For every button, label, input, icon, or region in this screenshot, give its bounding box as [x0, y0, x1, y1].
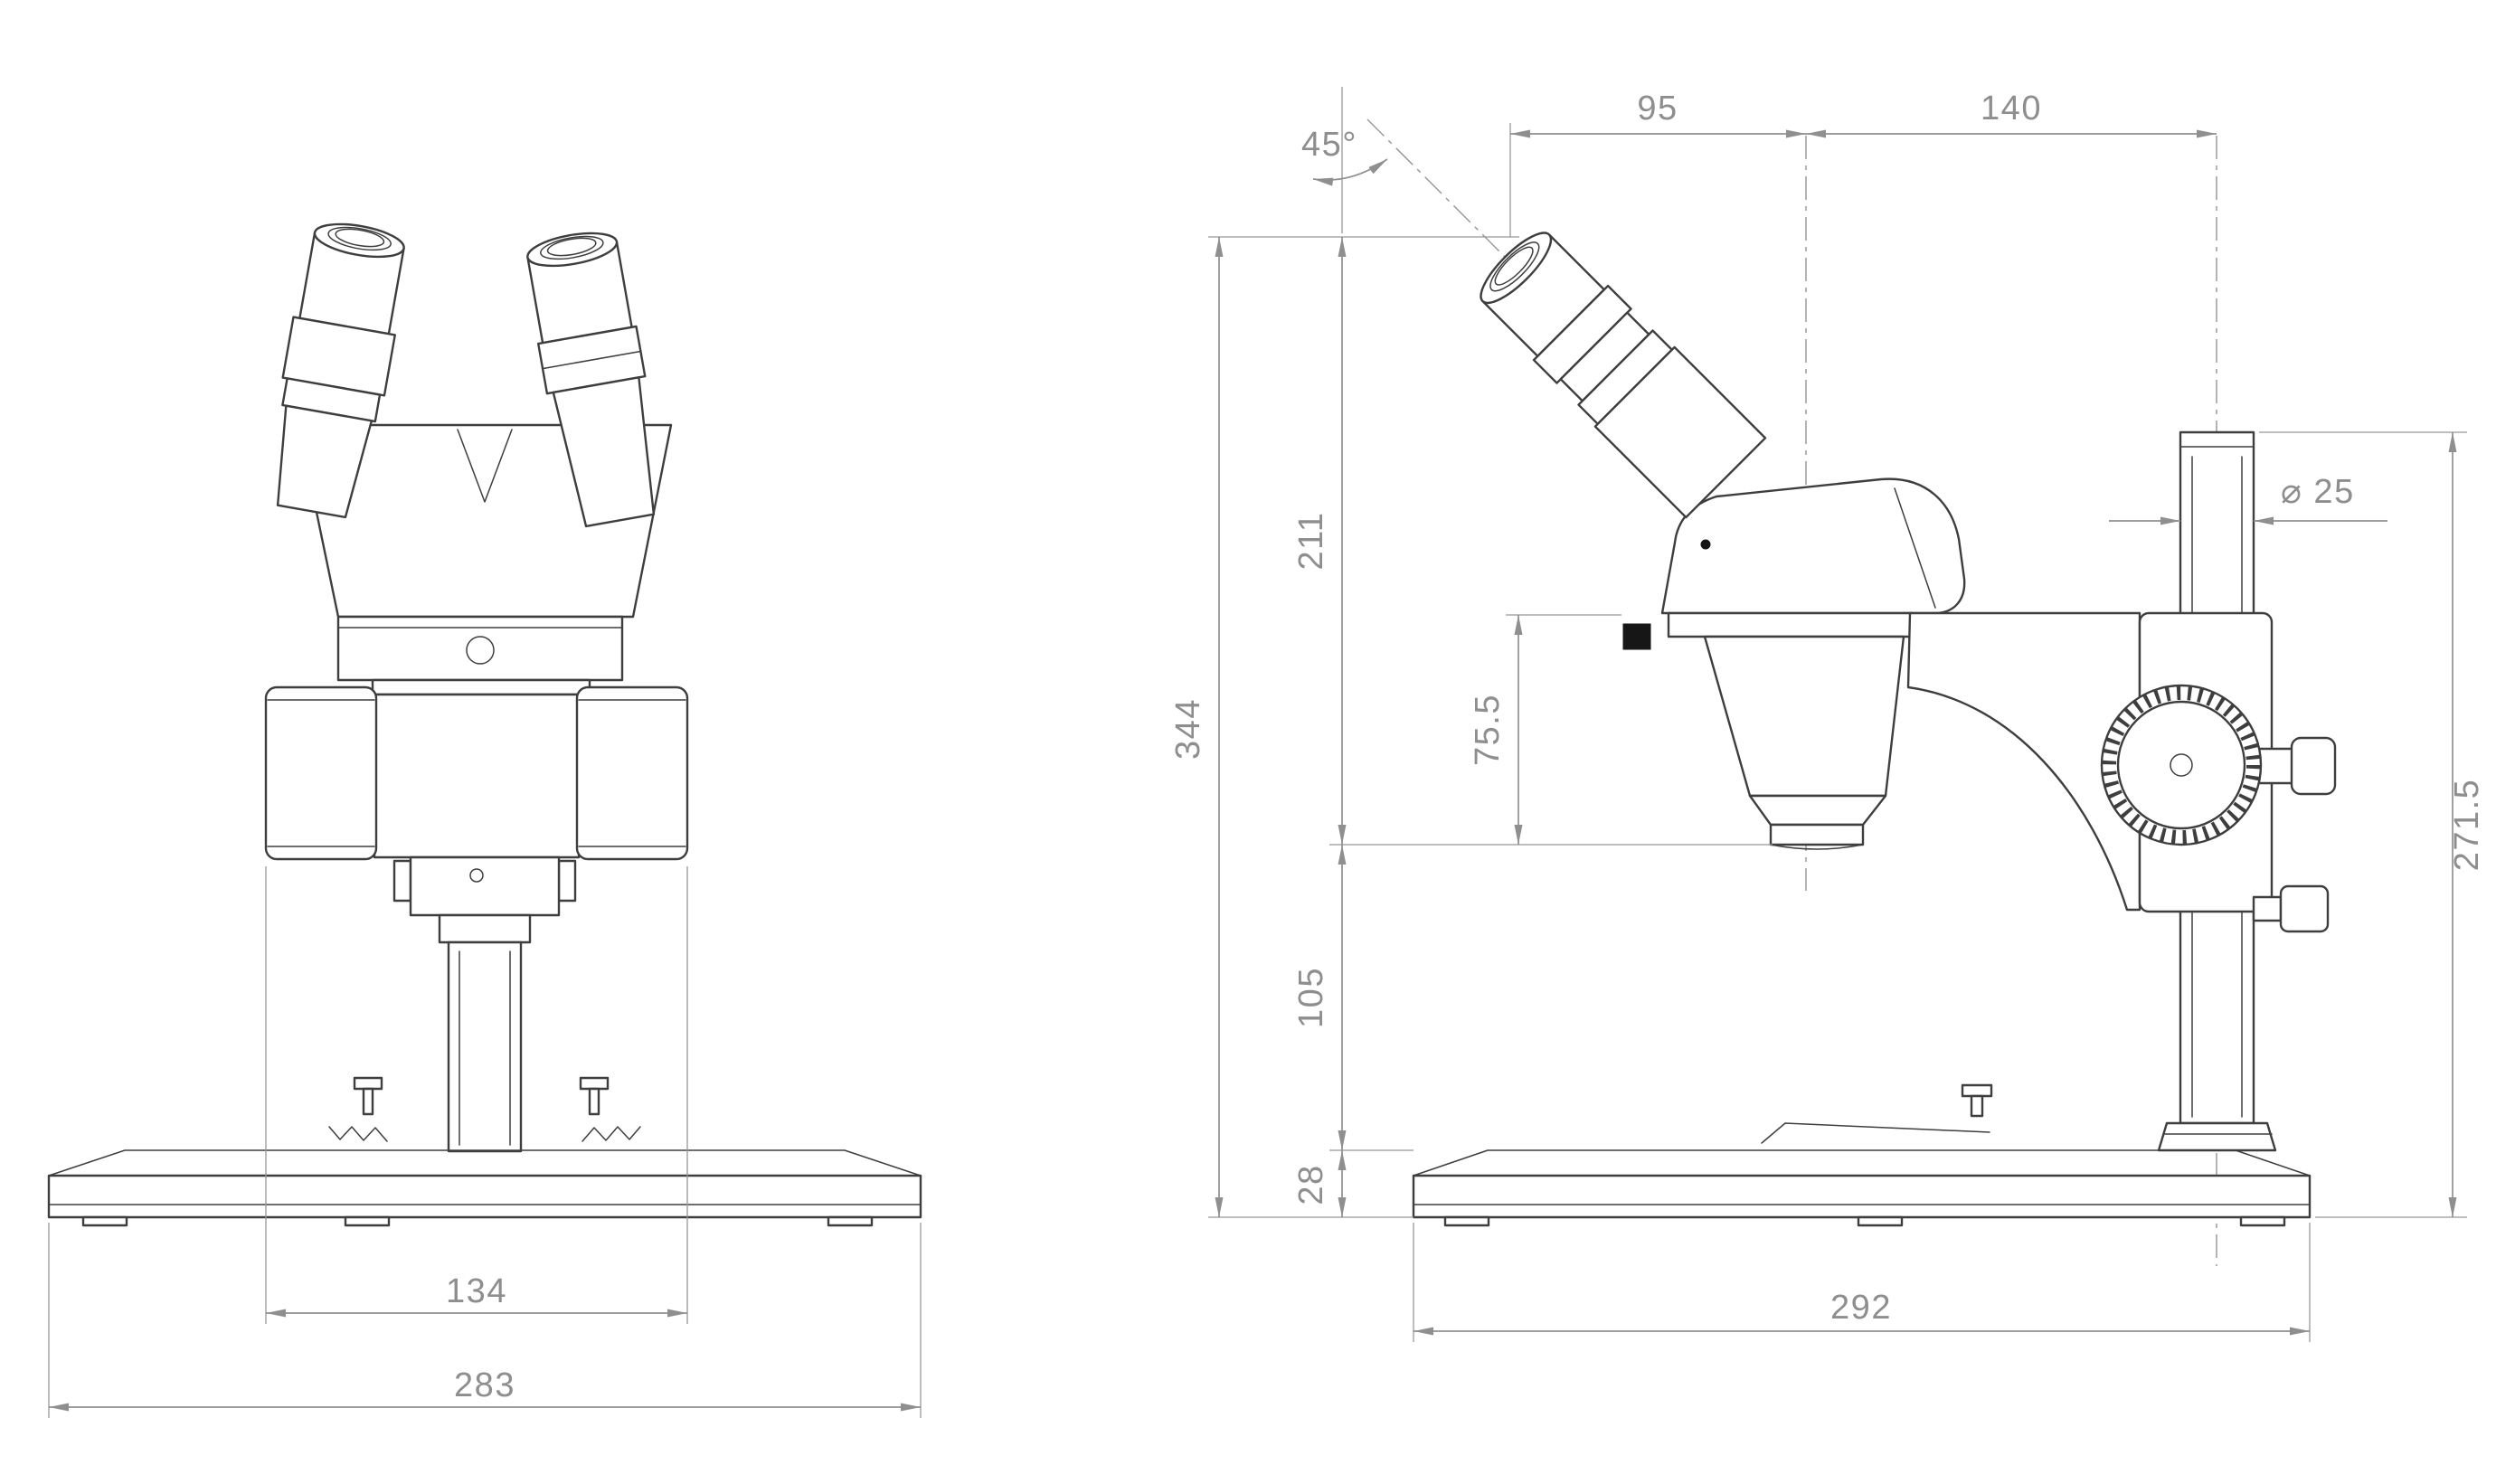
base-foot	[2239, 1215, 2286, 1227]
front-view: 134 283	[47, 222, 922, 1418]
dimension-overall-height: 344	[1169, 236, 1519, 1218]
dim-label-head-width: 134	[446, 1272, 507, 1310]
dimension-axis-to-column: 140	[1806, 90, 2217, 138]
focus-knob	[2100, 684, 2337, 846]
base-plate-front	[47, 1149, 922, 1227]
lock-screw	[466, 636, 495, 665]
illuminator-switch	[1622, 623, 1651, 650]
focus-block-tab-left	[392, 859, 412, 903]
dim-label-95: 95	[1637, 90, 1678, 128]
clip-spring-right	[581, 1126, 641, 1142]
dimension-focus-to-base: 105	[1292, 845, 1413, 1151]
knob-shaft	[2257, 747, 2295, 785]
eyepiece-tube-side	[1480, 232, 1767, 519]
eyepiece-side-lens	[1494, 246, 1534, 286]
dim-label-105: 105	[1292, 967, 1330, 1028]
objective-taper	[1748, 794, 1887, 827]
base-foot	[344, 1215, 391, 1227]
dim-label-28: 28	[1292, 1164, 1330, 1205]
eyepiece-right	[526, 232, 656, 528]
dim-label-75-5: 75.5	[1469, 694, 1507, 766]
objective-lens-barrel	[1769, 823, 1865, 846]
stage-clip-left	[328, 1076, 388, 1142]
stage-clip-side	[1761, 1083, 1993, 1144]
clip-spring-left	[328, 1126, 388, 1142]
head-screw-dot	[1700, 539, 1711, 550]
dimension-column-diameter: ⌀ 25	[2109, 473, 2387, 525]
knob-knurl-ring	[2102, 685, 2261, 845]
zoom-body-front	[373, 693, 581, 859]
base-plate-side	[1412, 1149, 2312, 1227]
support-arm	[1906, 611, 2141, 912]
body-top-plate	[1667, 611, 1915, 638]
stage-clip-right	[579, 1076, 641, 1142]
head-mount-plate	[336, 615, 624, 682]
dimension-eyepiece-to-axis: 95	[1509, 90, 1806, 237]
dimension-base-thickness: 28	[1292, 1150, 1347, 1217]
dim-label-292: 292	[1830, 1289, 1892, 1327]
dimension-body-height: 75.5	[1469, 614, 1621, 845]
dimension-eyepiece-to-focus: 211	[1292, 237, 1773, 846]
focus-drum-right	[575, 685, 689, 861]
dim-label-211: 211	[1292, 511, 1330, 570]
zoom-body-side	[1703, 635, 1905, 798]
dimension-base-depth: 292	[1413, 1223, 2311, 1342]
tube-joint-line	[457, 429, 513, 503]
dimension-head-width: 134	[265, 866, 688, 1324]
eyepiece-left	[276, 222, 405, 519]
base-foot	[81, 1215, 128, 1227]
dim-label-base-width: 283	[454, 1366, 515, 1404]
tension-knob	[2252, 884, 2330, 933]
focus-drum-left	[264, 685, 378, 861]
focus-block-tab-right	[557, 859, 577, 903]
side-view: 45° 95 140 344 211 75.5	[1169, 87, 2486, 1342]
focus-block-screw	[469, 868, 484, 883]
dim-label-dia-25: ⌀ 25	[2281, 473, 2355, 511]
focus-block	[409, 855, 561, 917]
base-foot	[1443, 1215, 1490, 1227]
column-collar-front	[438, 913, 532, 944]
dim-label-140: 140	[1981, 90, 2042, 128]
head-neck	[371, 678, 591, 696]
dimension-eyepiece-angle: 45°	[1301, 87, 1388, 233]
dim-label-271-5: 271.5	[2448, 779, 2486, 872]
dim-label-344: 344	[1169, 698, 1207, 760]
dimension-base-width: 283	[48, 1223, 922, 1418]
column-foot-flange	[2157, 1121, 2277, 1152]
dimension-column-height: 271.5	[2259, 431, 2486, 1218]
coaxial-knob	[2290, 736, 2337, 796]
clip-spring-wire	[1761, 1122, 1990, 1144]
base-foot	[827, 1215, 874, 1227]
support-column-front	[447, 940, 523, 1153]
base-foot	[1857, 1215, 1904, 1227]
dim-label-eyepiece-angle: 45°	[1301, 126, 1357, 164]
eyepiece-right-lens	[546, 237, 597, 257]
